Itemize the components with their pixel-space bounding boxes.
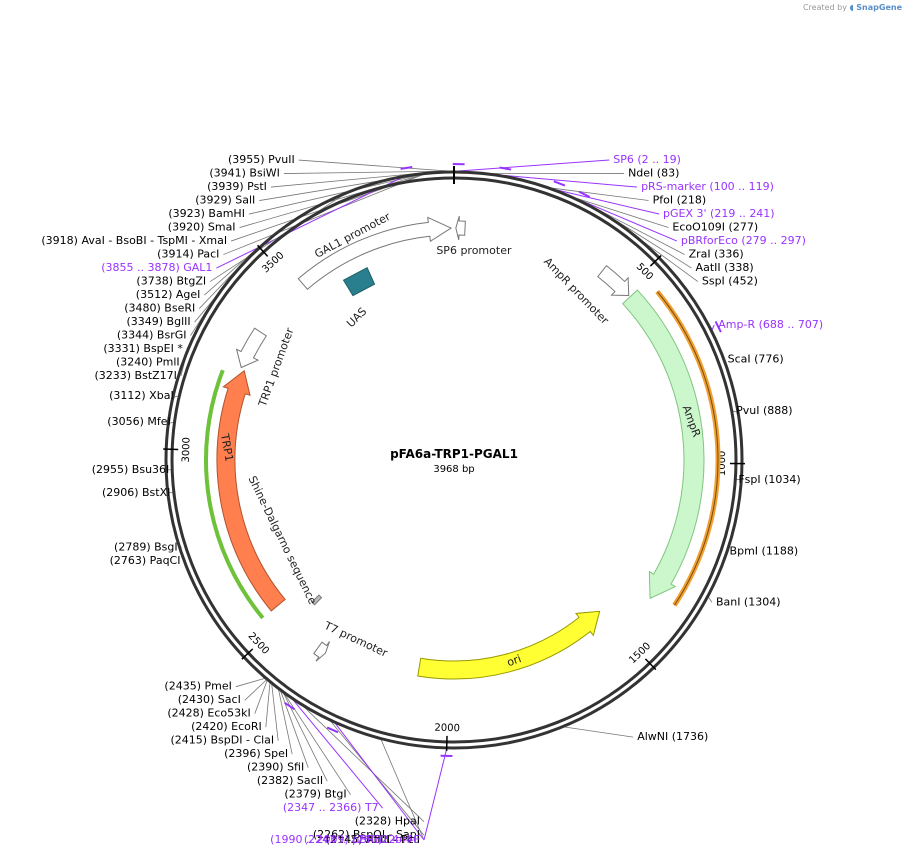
site-label-smai: (3920) SmaI xyxy=(168,221,236,234)
plasmid-size: 3968 bp xyxy=(433,464,474,475)
primer-label-gal1: (3855 .. 3878) GAL1 xyxy=(101,261,212,274)
leader-line-bspdi xyxy=(272,684,278,740)
credit-prefix: Created by xyxy=(803,3,847,12)
tick-label: 2000 xyxy=(434,723,460,735)
site-label-sali: (3929) SalI xyxy=(195,194,255,207)
site-label-bstxi: (2906) BstXI xyxy=(102,486,170,499)
primer-label-prs-marker: pRS-marker (100 .. 119) xyxy=(641,180,774,193)
feature-ampr xyxy=(623,290,704,598)
primer-label-t7: (2347 .. 2366) T7 xyxy=(283,801,379,814)
site-label-pvui: PvuI (888) xyxy=(736,404,792,417)
site-label-fspi: FspI (1034) xyxy=(738,473,800,486)
leader-line-ecori xyxy=(266,683,270,727)
map-center: pFA6a-TRP1-PGAL1 3968 bp xyxy=(390,447,518,475)
leader-line-amp-r xyxy=(712,325,714,330)
site-label-spei: (2396) SpeI xyxy=(224,747,288,760)
site-label-bpmi: BpmI (1188) xyxy=(730,545,799,558)
site-label-bani: BanI (1304) xyxy=(716,595,781,608)
leader-line-spei xyxy=(279,690,293,755)
site-label-pvuii: (3955) PvuII xyxy=(228,153,295,166)
site-label-agei: (3512) AgeI xyxy=(136,288,201,301)
site-label-bspei: (3331) BspEI * xyxy=(103,342,183,355)
site-label-ecori: (2420) EcoRI xyxy=(191,720,262,733)
credit-brand: SnapGene xyxy=(856,3,902,12)
site-label-bamhi: (3923) BamHI xyxy=(168,207,245,220)
leader-line-sp6 xyxy=(459,160,610,171)
tick-label: 3500 xyxy=(260,250,286,275)
plasmid-name: pFA6a-TRP1-PGAL1 xyxy=(390,447,518,461)
site-label-mfei: (3056) MfeI xyxy=(107,415,170,428)
site-label-btgi: (2379) BtgI xyxy=(284,788,346,801)
site-label-sacii: (2382) SacII xyxy=(257,774,323,787)
site-label-bsu36i: (2955) Bsu36I xyxy=(92,463,170,476)
primer-label-sp6: SP6 (2 .. 19) xyxy=(613,153,681,166)
feature-label-t7-promoter: T7 promoter xyxy=(321,619,390,660)
site-label-sfii: (2390) SfiI xyxy=(247,761,304,774)
leader-line-pgex-3 xyxy=(557,190,659,214)
primer-label-pbrforeco: pBRforEco (279 .. 297) xyxy=(681,234,806,247)
site-label-pmei: (2435) PmeI xyxy=(164,680,231,693)
feature-sp6-promoter xyxy=(456,216,466,240)
leader-line-pbr322ori-f xyxy=(424,749,447,840)
site-label-avai: (3918) AvaI - BsoBI - TspMI - XmaI xyxy=(41,234,227,247)
site-label-xbai: (3112) XbaI xyxy=(109,389,174,402)
primer-label-amp-r: Amp-R (688 .. 707) xyxy=(718,318,823,331)
snapgene-logo-icon: ◖ xyxy=(850,3,854,12)
feature-trp1-promoter xyxy=(237,328,267,367)
site-label-psti: (3939) PstI xyxy=(207,180,267,193)
site-label-saci: (2430) SacI xyxy=(178,693,241,706)
site-label-bsiwi: (3941) BsiWI xyxy=(209,167,280,180)
tick-label: 3000 xyxy=(181,437,193,463)
site-label-pmli: (3240) PmlI xyxy=(116,356,180,369)
primer-label-pbr322ori-f: (1990 .. 2009) pBR322ori-F xyxy=(270,833,420,846)
site-label-bspdi: (2415) BspDI - ClaI xyxy=(170,734,274,747)
feature-label-ampr-promoter: AmpR promoter xyxy=(541,255,611,327)
site-label-aatii: AatII (338) xyxy=(696,261,754,274)
site-label-bseri: (3480) BseRI xyxy=(124,302,195,315)
site-label-sspi: SspI (452) xyxy=(702,275,758,288)
site-label-paqci: (2763) PaqCI xyxy=(110,554,181,567)
primer-mark-pgex-3 xyxy=(554,181,565,185)
snapgene-credit: Created by ◖ SnapGene xyxy=(803,3,902,12)
feature-ampr-promoter xyxy=(598,266,629,296)
site-label-btgzi: (3738) BtgZI xyxy=(136,275,206,288)
primer-label-pgex-3: pGEX 3' (219 .. 241) xyxy=(663,207,775,220)
site-label-pfoi: PfoI (218) xyxy=(653,194,707,207)
site-label-scai: ScaI (776) xyxy=(728,352,784,365)
site-label-alwni: AlwNI (1736) xyxy=(637,730,708,743)
site-label-ecoo109i: EcoO109I (277) xyxy=(672,221,758,234)
site-label-bsgi: (2789) BsgI xyxy=(114,541,178,554)
tick-mark xyxy=(163,449,178,450)
leader-line-bani xyxy=(708,597,712,602)
site-label-eco53ki: (2428) Eco53kI xyxy=(167,707,250,720)
site-label-ndei: NdeI (83) xyxy=(628,167,679,180)
site-label-hpai: (2328) HpaI xyxy=(355,815,420,828)
site-label-paci: (3914) PacI xyxy=(157,248,219,261)
feature-label-sp6-promoter: SP6 promoter xyxy=(436,244,512,257)
feature-label-uas: UAS xyxy=(344,305,369,330)
site-label-bglii: (3349) BglII xyxy=(126,315,190,328)
site-label-bsrgi: (3344) BsrGI xyxy=(117,329,187,342)
feature-t7-promoter xyxy=(314,641,330,661)
site-label-bstz17i: (3233) BstZ17I xyxy=(94,369,176,382)
leader-line-pvuii xyxy=(299,160,448,171)
leader-line-alwni xyxy=(565,727,634,737)
feature-uas xyxy=(344,268,375,296)
site-label-zrai: ZraI (336) xyxy=(689,248,744,261)
